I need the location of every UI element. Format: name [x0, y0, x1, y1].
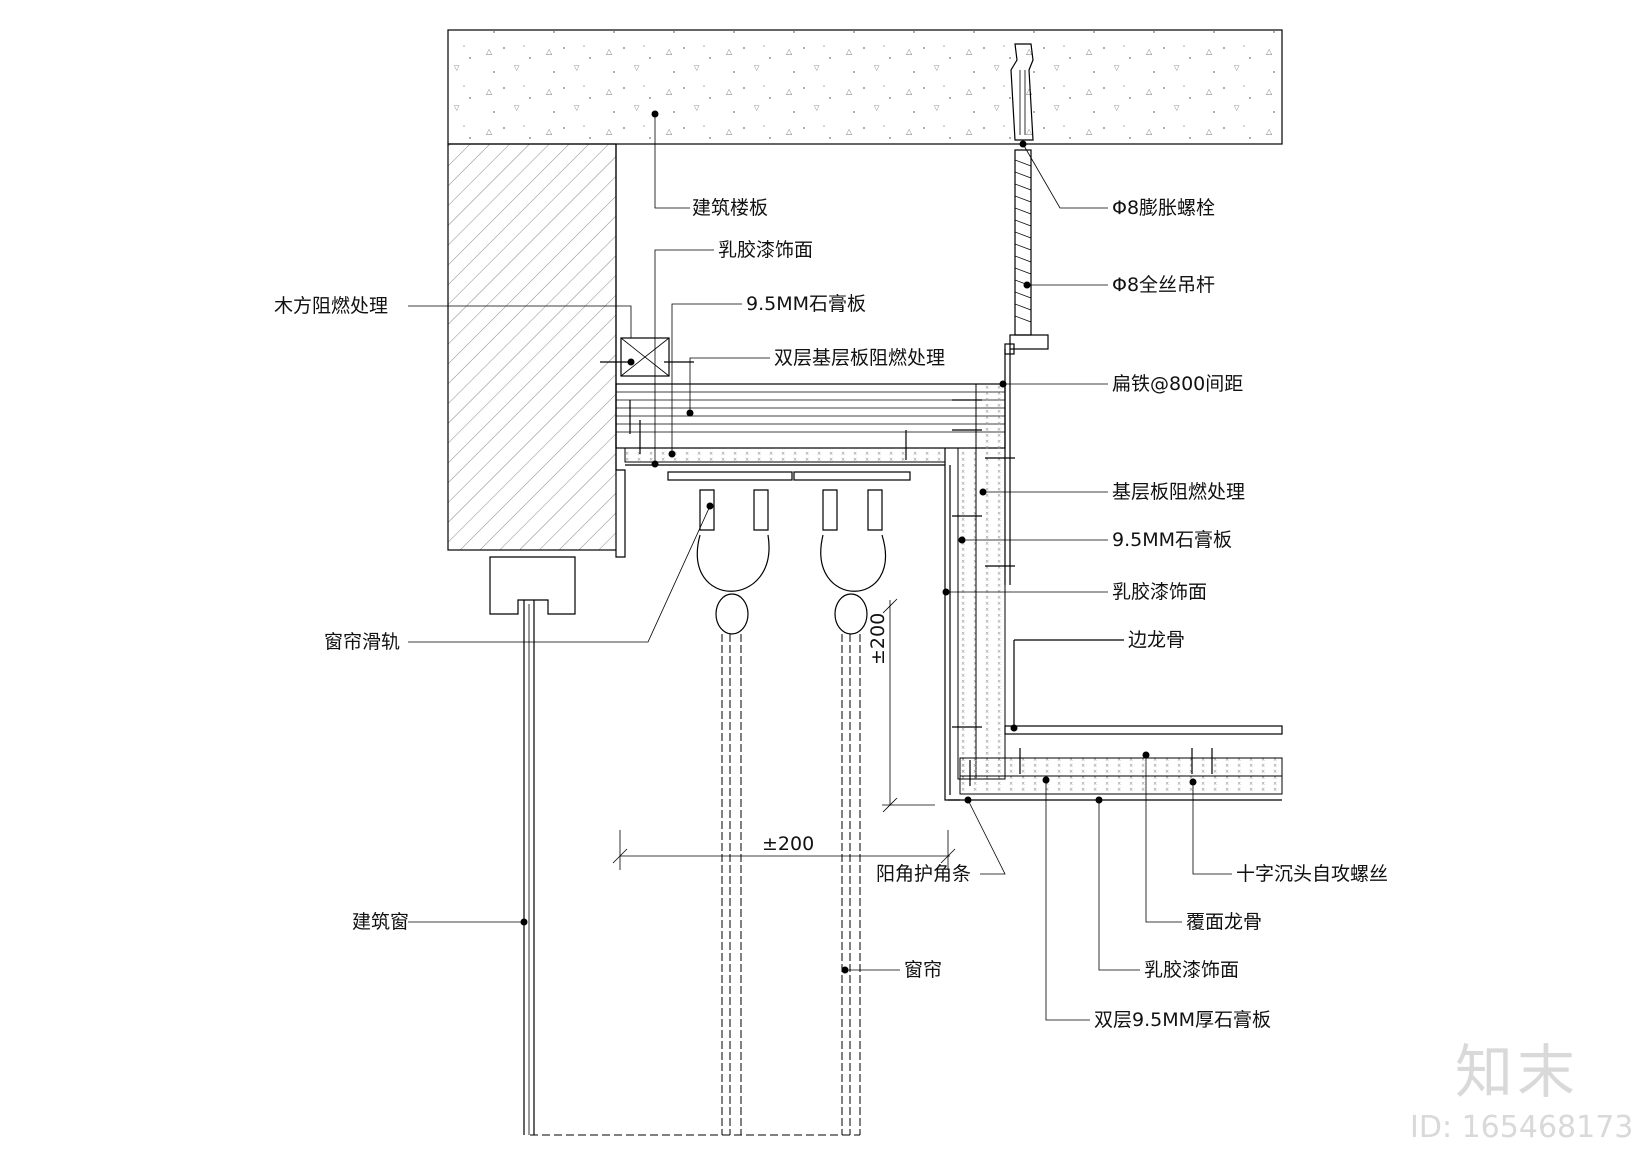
leader-dots	[520, 110, 1197, 974]
label-dim-horizontal: ±200	[762, 833, 814, 855]
curtain-track-shape	[667, 471, 911, 635]
annotation-labels: 建筑楼板 Φ8膨胀螺栓 Φ8全丝吊杆 乳胶漆饰面 木方阻燃处理 9.5MM石膏板…	[274, 197, 1388, 1031]
label-cross-screw: 十字沉头自攻螺丝	[1236, 863, 1388, 885]
label-gypsum-board-right: 9.5MM石膏板	[1112, 528, 1232, 551]
bottom-ceiling-boards	[948, 639, 1283, 801]
label-expansion-bolt: Φ8膨胀螺栓	[1112, 197, 1215, 219]
label-building-window: 建筑窗	[352, 911, 409, 933]
window-frame	[489, 556, 576, 1135]
label-edge-keel: 边龙骨	[1128, 629, 1185, 651]
screws	[600, 361, 1213, 786]
watermark-logo: 知末	[1455, 1038, 1580, 1106]
label-curtain: 窗帘	[904, 959, 942, 981]
label-corner-bead: 阳角护角条	[876, 863, 971, 885]
label-curtain-track: 窗帘滑轨	[324, 631, 400, 653]
label-building-slab: 建筑楼板	[692, 197, 768, 219]
label-gypsum-board-top: 9.5MM石膏板	[746, 292, 866, 315]
watermark-id: ID: 165468173	[1410, 1110, 1634, 1145]
leader-lines	[408, 114, 1232, 1021]
label-latex-paint-top: 乳胶漆饰面	[718, 239, 813, 261]
label-dim-vertical: ±200	[867, 613, 889, 665]
label-wood-fireproof: 木方阻燃处理	[274, 295, 388, 317]
label-latex-paint-bottom: 乳胶漆饰面	[1144, 959, 1239, 981]
label-cover-keel: 覆面龙骨	[1186, 911, 1262, 933]
label-base-board-fireproof: 基层板阻燃处理	[1112, 481, 1245, 503]
label-latex-paint-right: 乳胶漆饰面	[1112, 581, 1207, 603]
building-slab-shape	[447, 29, 1283, 145]
wood-block	[620, 337, 670, 377]
top-boards	[615, 383, 1006, 466]
label-double-gypsum: 双层9.5MM厚石膏板	[1094, 1008, 1271, 1031]
label-flat-iron: 扁铁@800间距	[1112, 373, 1243, 395]
label-double-base-board: 双层基层板阻燃处理	[774, 347, 945, 369]
curtain-fabric	[530, 634, 861, 1136]
beam-hatch	[447, 143, 626, 558]
label-threaded-rod: Φ8全丝吊杆	[1112, 274, 1215, 296]
dimension-lines	[612, 598, 956, 870]
